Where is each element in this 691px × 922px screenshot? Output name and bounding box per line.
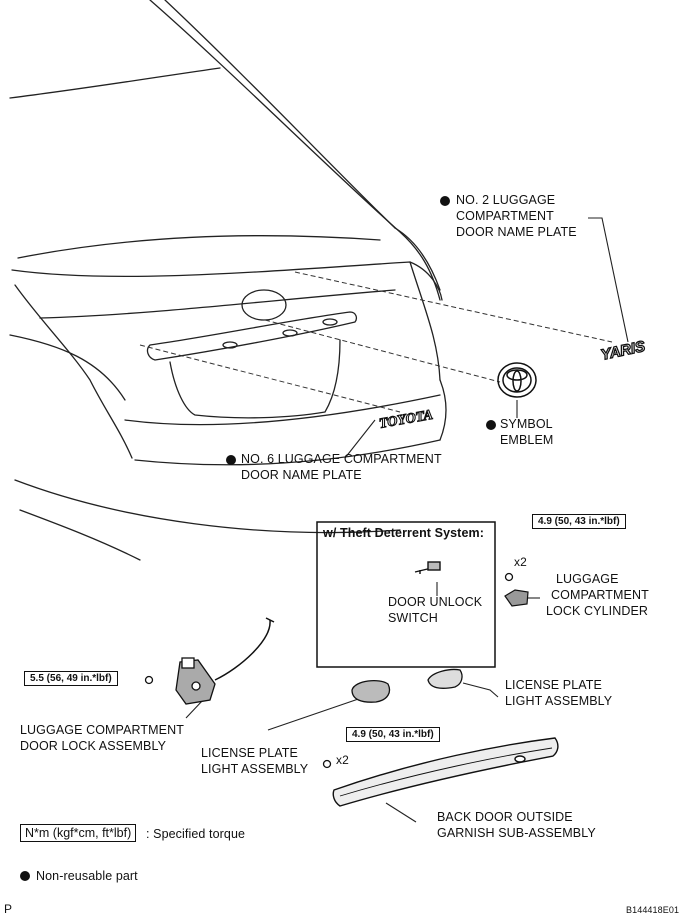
garnish-label-line: GARNISH SUB-ASSEMBLY xyxy=(437,826,596,840)
symbol-emblem-label-line: EMBLEM xyxy=(500,433,554,447)
legend-torque-text: : Specified torque xyxy=(146,827,246,841)
lock-cylinder-label-line: COMPARTMENT xyxy=(551,588,649,602)
left-fender xyxy=(14,284,133,459)
rear-window-line-1 xyxy=(9,67,221,99)
roof-pillar-inner xyxy=(164,0,396,229)
no6-plate-label-line: NO. 6 LUGGAGE COMPARTMENT xyxy=(241,452,442,466)
trunk-edge xyxy=(409,261,441,381)
door-lock-assembly-part xyxy=(175,657,216,705)
lower-body-2 xyxy=(19,509,141,561)
lock-cylinder-label-line: LUGGAGE xyxy=(556,572,619,586)
garnish-recess xyxy=(146,311,357,361)
garnish-torque: 4.9 (50, 43 in.*lbf) xyxy=(346,727,440,742)
no2-plate-label: NO. 2 LUGGAGE COMPARTMENT DOOR NAME PLAT… xyxy=(456,192,577,240)
door-lock-bolt xyxy=(144,675,154,685)
left-fender-inner xyxy=(9,334,126,401)
nonreusable-bullet-emblem xyxy=(486,420,496,430)
license-light-right-part xyxy=(427,668,463,689)
roof-pillar xyxy=(149,0,441,301)
lock-cylinder-multiplier: x2 xyxy=(514,555,527,569)
no2-plate-label-line: DOOR NAME PLATE xyxy=(456,225,577,239)
license-light-left-label-line: LIGHT ASSEMBLY xyxy=(201,762,309,776)
legend-nonreusable-text: Non-reusable part xyxy=(36,869,138,883)
license-light-left-label-line: LICENSE PLATE xyxy=(201,746,298,760)
trunk-lid-top xyxy=(11,261,443,301)
legend-torque-box: N*m (kgf*cm, ft*lbf) xyxy=(20,824,137,842)
theft-deterrent-box xyxy=(316,521,496,668)
lock-cylinder-bolt xyxy=(504,572,514,582)
lock-cable xyxy=(214,619,271,681)
symbol-emblem-label: SYMBOL EMBLEM xyxy=(500,416,553,448)
garnish-bolt xyxy=(322,759,332,769)
no6-plate-label: NO. 6 LUGGAGE COMPARTMENT DOOR NAME PLAT… xyxy=(241,451,442,483)
rear-window-line-2 xyxy=(17,235,381,259)
door-lock-assembly-label: LUGGAGE COMPARTMENT DOOR LOCK ASSEMBLY xyxy=(20,722,184,754)
yaris-badge: YARIS xyxy=(599,337,648,364)
garnish-multiplier: x2 xyxy=(336,753,349,767)
nonreusable-bullet-no6 xyxy=(226,455,236,465)
door-unlock-switch-label-line: DOOR UNLOCK xyxy=(388,595,483,609)
figure-code: B144418E01 xyxy=(626,905,680,915)
garnish-label: BACK DOOR OUTSIDE GARNISH SUB-ASSEMBLY xyxy=(437,809,596,841)
lower-body xyxy=(14,479,401,534)
door-unlock-switch-part xyxy=(414,561,441,574)
yaris-badge-text: YARIS xyxy=(599,338,646,364)
legend-nonreusable-bullet xyxy=(20,871,30,881)
trunk-lid-mid xyxy=(39,289,396,319)
bumper-right xyxy=(439,379,447,441)
body-line-right xyxy=(394,227,441,291)
toyota-symbol-emblem xyxy=(497,362,537,398)
door-lock-assembly-label-line: LUGGAGE COMPARTMENT xyxy=(20,723,184,737)
license-light-right-label-line: LICENSE PLATE xyxy=(505,678,602,692)
garnish-label-line: BACK DOOR OUTSIDE xyxy=(437,810,573,824)
license-light-right-label: LICENSE PLATE LIGHT ASSEMBLY xyxy=(505,677,612,709)
nonreusable-bullet-no2 xyxy=(440,196,450,206)
trunk-emblem-hole xyxy=(241,289,287,321)
theft-deterrent-title: w/ Theft Deterrent System: xyxy=(323,526,484,540)
lock-cylinder-part xyxy=(504,589,529,607)
license-light-left-part xyxy=(351,679,391,703)
toyota-badge-text: TOYOTA xyxy=(378,408,434,432)
bumper-bottom xyxy=(134,439,441,466)
lock-cylinder-label-line: LOCK CYLINDER xyxy=(546,604,649,618)
lock-cylinder-label: LUGGAGE COMPARTMENT LOCK CYLINDER xyxy=(546,571,649,619)
corner-letter: P xyxy=(4,902,13,916)
license-light-right-label-line: LIGHT ASSEMBLY xyxy=(505,694,613,708)
symbol-emblem-label-line: SYMBOL xyxy=(500,417,553,431)
door-unlock-switch-label: DOOR UNLOCK SWITCH xyxy=(388,594,482,626)
garnish-part xyxy=(332,737,559,807)
door-lock-torque: 5.5 (56, 49 in.*lbf) xyxy=(24,671,118,686)
plate-recess xyxy=(169,339,341,419)
bumper-top xyxy=(124,394,441,426)
door-lock-assembly-label-line: DOOR LOCK ASSEMBLY xyxy=(20,739,167,753)
license-light-left-label: LICENSE PLATE LIGHT ASSEMBLY xyxy=(201,745,308,777)
no6-plate-label-line: DOOR NAME PLATE xyxy=(241,468,362,482)
no2-plate-label-line: COMPARTMENT xyxy=(456,209,554,223)
door-unlock-switch-label-line: SWITCH xyxy=(388,611,438,625)
toyota-badge: TOYOTA xyxy=(378,407,435,432)
lock-cylinder-torque: 4.9 (50, 43 in.*lbf) xyxy=(532,514,626,529)
no2-plate-label-line: NO. 2 LUGGAGE xyxy=(456,193,556,207)
